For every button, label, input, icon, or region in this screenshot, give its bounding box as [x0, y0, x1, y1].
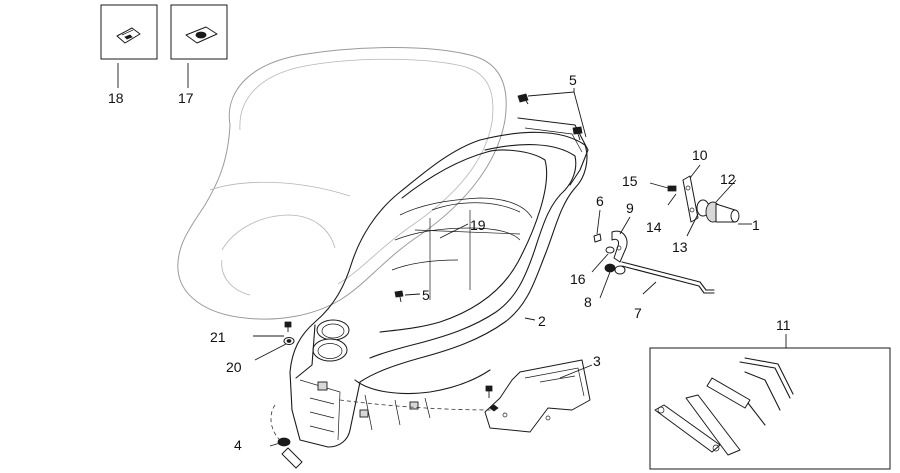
callout-13: 13 — [672, 239, 688, 255]
callout-5-top: 5 — [569, 72, 577, 88]
leader-lines — [117, 63, 787, 447]
callout-7: 7 — [634, 305, 642, 321]
seat-outline — [177, 47, 507, 320]
assembly-dashed-line — [339, 399, 496, 411]
part-17-box — [170, 4, 228, 60]
screw-21 — [284, 321, 292, 332]
callout-16: 16 — [570, 271, 586, 287]
helmet-compartment — [289, 117, 589, 448]
screw-3 — [485, 385, 493, 398]
callout-3: 3 — [593, 353, 601, 369]
callout-18: 18 — [108, 90, 124, 106]
callout-5-mid: 5 — [422, 287, 430, 303]
part-18-box — [100, 4, 158, 60]
callout-2: 2 — [538, 313, 546, 329]
screw-5b — [572, 126, 583, 141]
callout-19: 19 — [470, 217, 486, 233]
latch-rod — [593, 230, 715, 294]
part-4-pin — [277, 437, 303, 469]
screw-5c — [394, 290, 404, 303]
callout-15: 15 — [622, 173, 638, 189]
callout-8: 8 — [584, 294, 592, 310]
assembly-dashed-line-4 — [270, 404, 283, 443]
callout-12: 12 — [720, 171, 736, 187]
callout-labels: 1 2 3 4 5 5 6 7 8 9 10 11 12 13 14 15 16… — [108, 72, 791, 453]
toolkit-box — [649, 347, 891, 470]
inner-tray — [414, 202, 521, 235]
lock-assembly — [667, 175, 740, 223]
screw-5a — [517, 93, 529, 105]
cup-holders — [295, 319, 350, 379]
callout-4: 4 — [234, 437, 242, 453]
washer-20 — [283, 337, 295, 345]
callout-14: 14 — [646, 219, 662, 235]
cover-plate — [484, 359, 591, 433]
callout-6: 6 — [596, 193, 604, 209]
callout-10: 10 — [692, 147, 708, 163]
callout-9: 9 — [626, 200, 634, 216]
callout-21: 21 — [210, 329, 226, 345]
callout-20: 20 — [226, 359, 242, 375]
callout-17: 17 — [178, 90, 194, 106]
callout-11: 11 — [776, 317, 791, 333]
callout-1: 1 — [752, 217, 760, 233]
